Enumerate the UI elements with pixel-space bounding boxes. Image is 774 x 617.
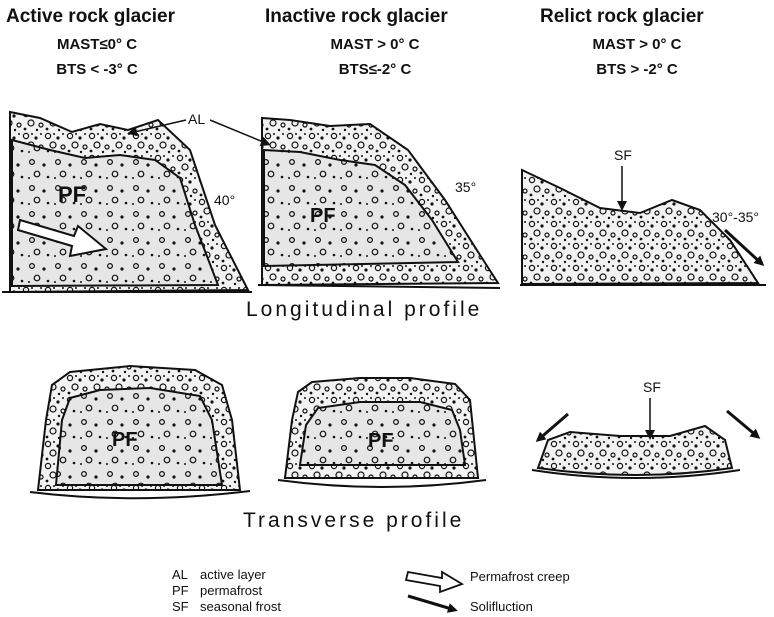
label-pf-active-transverse: PF — [112, 429, 138, 451]
relict-transverse-profile: SF — [532, 379, 758, 478]
inactive-longitudinal-profile — [258, 118, 500, 288]
relict-longitudinal-profile — [520, 170, 766, 285]
legend-solid-arrow-icon — [408, 596, 455, 610]
label-pf-inactive: PF — [310, 205, 336, 227]
inactive-transverse-profile: PF — [278, 378, 486, 487]
solifluction-arrow-right-icon — [727, 411, 758, 437]
active-transverse-profile: PF — [30, 366, 250, 498]
label-pf-active: PF — [58, 182, 86, 207]
label-al: AL — [188, 111, 205, 127]
label-angle-active: 40° — [214, 192, 235, 208]
label-pf-inactive-transverse: PF — [368, 430, 394, 452]
label-angle-relict: 30°-35° — [712, 209, 759, 225]
legend-hollow-arrow-icon — [406, 572, 462, 592]
label-angle-inactive: 35° — [455, 179, 476, 195]
label-sf-longitudinal: SF — [614, 147, 632, 163]
label-sf-transverse: SF — [643, 379, 661, 395]
